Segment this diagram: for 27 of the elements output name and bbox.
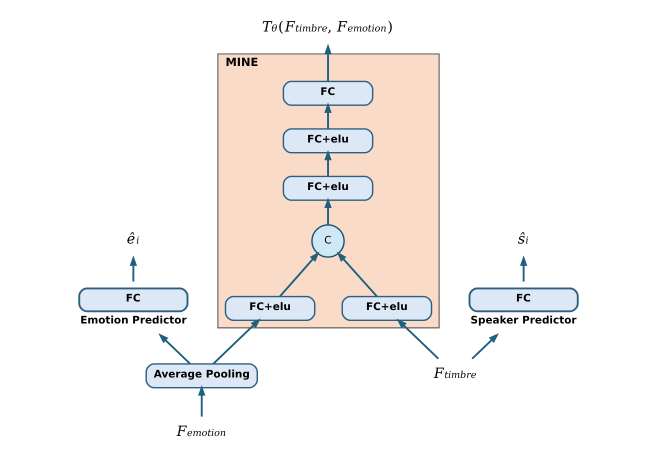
arrow: [212, 318, 261, 364]
arrow: [130, 255, 138, 282]
arrow: [520, 255, 528, 282]
node-label: Emotion Predictor: [80, 314, 187, 326]
arrow: [279, 252, 320, 297]
arrow: [324, 44, 332, 82]
node-text: Tθ(Ftimbre, Femotion): [262, 20, 393, 36]
node-text: Ftimbre: [434, 366, 476, 382]
node-text: êi: [126, 231, 140, 248]
node-label: Speaker Predictor: [470, 314, 577, 326]
arrow: [324, 198, 332, 225]
node-box: FC: [282, 80, 374, 106]
node-box: FC+elu: [224, 296, 316, 321]
node-box: FC+elu: [282, 128, 374, 154]
node-box: Average Pooling: [145, 363, 258, 388]
node-box: FC+elu: [342, 296, 432, 321]
arrow: [198, 385, 206, 417]
arrow: [472, 333, 499, 360]
arrow: [324, 102, 332, 129]
node-box: FC+elu: [282, 176, 374, 201]
node-text: ŝi: [518, 231, 529, 248]
arrow: [158, 333, 191, 364]
node-circle: C: [311, 224, 345, 258]
arrow: [336, 252, 378, 297]
node-text: Femotion: [176, 424, 226, 440]
arrow: [396, 318, 440, 360]
arrow: [324, 150, 332, 176]
